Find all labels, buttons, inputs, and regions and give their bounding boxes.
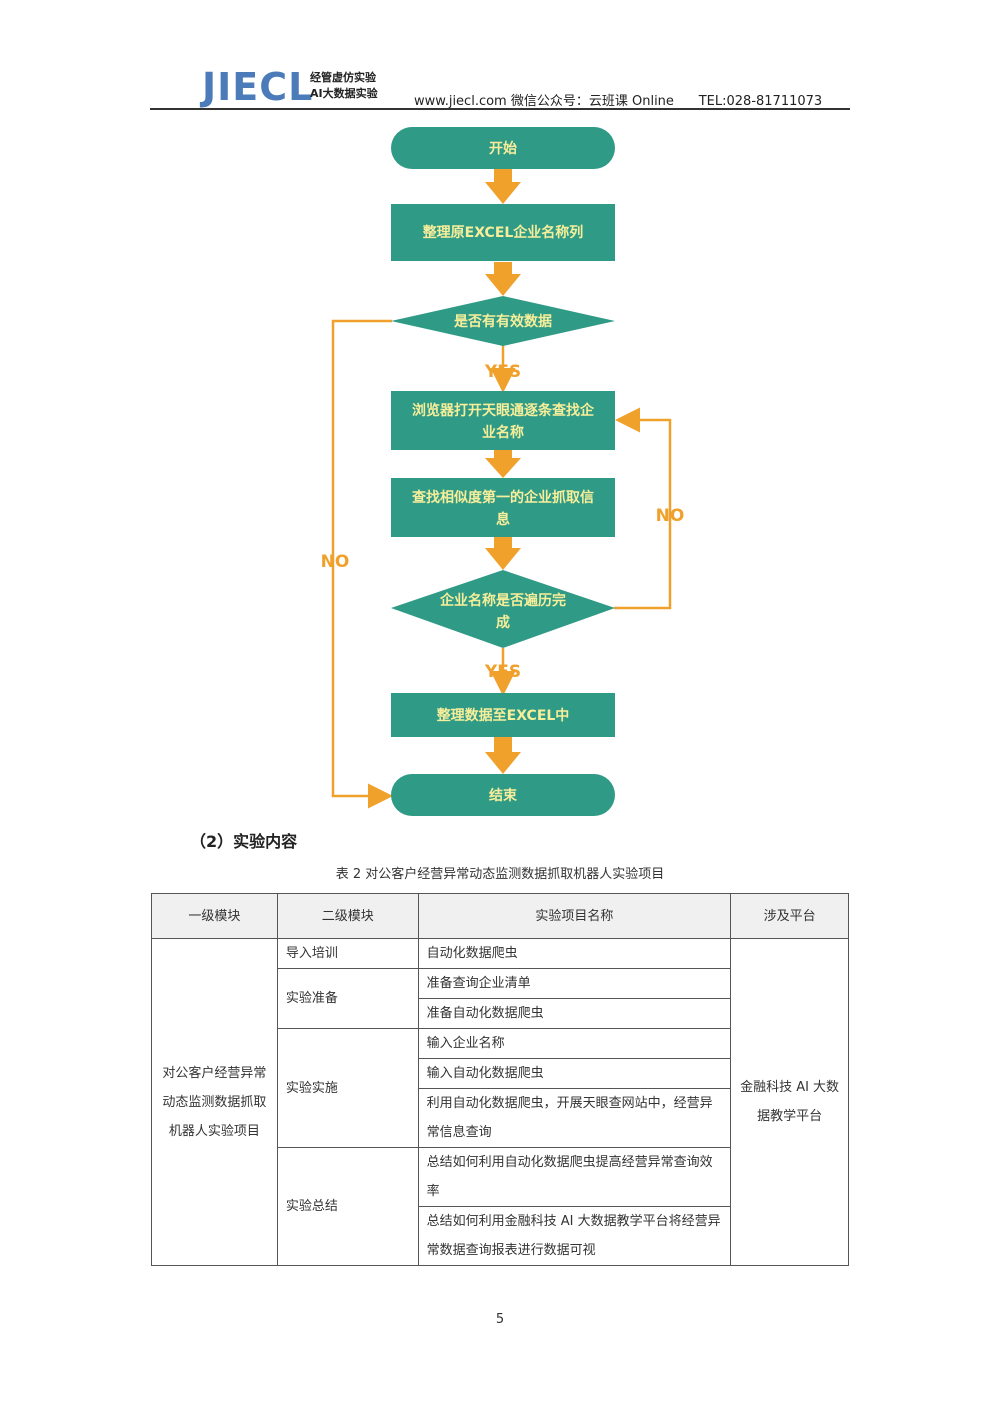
node-step4 [391,693,615,737]
edge-label-no-end: NO [321,552,350,572]
page-header: JIECL 经管虚仿实验 AI大数据实验 www.jiecl.com 微信公众号… [150,62,850,110]
flow-arrows [485,168,521,774]
platform-cell: 金融科技 AI 大数据教学平台 [730,938,849,1266]
node-step1 [391,204,615,261]
logo: JIECL [202,65,314,109]
flowchart: 开始 整理原EXCEL企业名称列 是否有有效数据 浏览器打开天眼通逐条查找企 业… [321,127,685,816]
node-step2-label-line2: 业名称 [482,424,524,441]
node-step4-label: 整理数据至EXCEL中 [436,707,570,724]
project-name-cell: 自动化数据爬虫 [417,938,732,969]
logo-subtitle: 经管虚仿实验 AI大数据实验 [310,70,378,102]
node-step1-label: 整理原EXCEL企业名称列 [422,224,584,241]
table-row: 准备自动化数据爬虫 [152,998,849,1029]
header-tel: TEL:028-81711073 [698,94,823,109]
table-caption: 表 2 对公客户经营异常动态监测数据抓取机器人实验项目 [335,867,665,882]
project-name-cell: 准备自动化数据爬虫 [417,998,732,1029]
node-end [391,774,615,816]
arrow-step2-step3 [485,450,521,478]
level2-module-cell: 实验准备 [276,968,419,1029]
node-step3 [391,478,615,537]
flow-connectors [331,319,672,809]
project-name-cell: 输入自动化数据爬虫 [417,1058,732,1089]
project-name-cell: 输入企业名称 [417,1028,732,1059]
page-number: 5 [495,1312,505,1327]
project-name-cell: 总结如何利用自动化数据爬虫提高经营异常查询效率 [417,1147,732,1207]
header-divider [150,108,850,110]
arrow-step3-decision2 [485,537,521,570]
table-row: 实验准备 准备查询企业清单 [152,968,849,1029]
project-name-cell: 准备查询企业清单 [417,968,732,999]
table-row: 总结如何利用金融科技 AI 大数据教学平台将经营异常数据查询报表进行数据可视 [152,1206,849,1266]
header-wechat: 微信公众号：云班课 Online [510,94,674,109]
edge-label-yes2: YES [484,662,521,682]
table-header-cell: 实验项目名称 [417,893,732,939]
node-decision2-label-line1: 企业名称是否遍历完 [439,592,566,609]
node-end-label: 结束 [489,787,518,804]
node-step3-label-line2: 息 [496,511,510,528]
arrow-step1-decision1 [485,262,521,296]
node-start [391,127,615,169]
connector-no-loop [614,407,672,610]
node-start-label: 开始 [489,140,517,157]
node-decision1-label: 是否有有效数据 [454,313,552,330]
table-header-row: 一级模块 二级模块 实验项目名称 涉及平台 [151,893,849,939]
level2-module-cell: 实验实施 [276,1028,419,1148]
project-name-cell: 总结如何利用金融科技 AI 大数据教学平台将经营异常数据查询报表进行数据可视 [417,1206,732,1266]
header-contact: www.jiecl.com 微信公众号：云班课 Online TEL:028-8… [414,90,822,109]
table-row: 实验总结 总结如何利用自动化数据爬虫提高经营异常查询效率 [152,1147,849,1266]
arrow-step4-end [485,737,521,774]
edge-label-no-loop: NO [656,506,685,526]
section-heading: （2）实验内容 [190,832,298,851]
logo-subtitle-line2: AI大数据实验 [310,87,378,100]
table-row: 对公客户经营异常动态监测数据抓取机器人实验项目 导入培训 自动化数据爬虫 金融科… [151,938,849,1266]
node-decision2 [391,570,615,648]
logo-subtitle-line1: 经管虚仿实验 [310,71,376,84]
table-row: 实验实施 输入企业名称 [152,1028,849,1148]
header-website: www.jiecl.com [414,94,507,109]
experiment-table: 一级模块 二级模块 实验项目名称 涉及平台 对公客户经营异常动态监测数据抓取机器… [151,893,849,1266]
node-decision1 [391,296,615,346]
node-step2-label-line1: 浏览器打开天眼通逐条查找企 [412,402,595,419]
node-step3-label-line1: 查找相似度第一的企业抓取信 [412,489,594,506]
table-header-cell: 涉及平台 [730,893,849,939]
node-decision2-label-line2: 成 [496,614,510,631]
project-name-cell: 利用自动化数据爬虫，开展天眼查网站中，经营异常信息查询 [417,1088,732,1148]
connector-no-end [331,319,393,809]
node-step2 [391,391,615,450]
level1-module-cell: 对公客户经营异常动态监测数据抓取机器人实验项目 [151,938,278,1266]
edge-label-yes1: YES [484,362,521,382]
level2-module-cell: 导入培训 [276,938,419,969]
level2-module-cell: 实验总结 [276,1147,419,1266]
table-header-cell: 一级模块 [151,893,278,939]
table-header-cell: 二级模块 [276,893,419,939]
arrow-start-step1 [485,168,521,204]
